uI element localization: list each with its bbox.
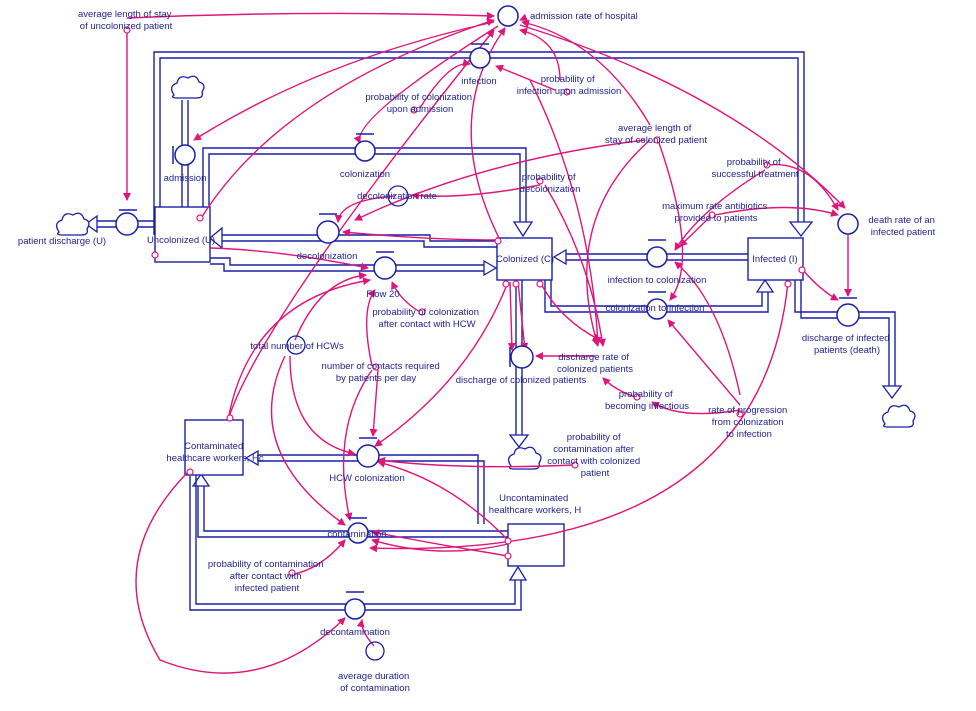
flow-label-admission: admission: [164, 173, 207, 184]
var-prob-contamination-infected: probability of contamination after conta…: [208, 559, 326, 594]
valve-hcw-colonization: [356, 437, 380, 468]
cloud-admission-source-icon: [170, 75, 205, 99]
stock-label-uncontaminated: Uncontaminated healthcare workers, H: [489, 493, 582, 516]
clouds: [55, 75, 916, 470]
pipe-flow20: [210, 257, 498, 277]
flow-label-discharge-colonized: discharge of colonized patients: [456, 375, 587, 386]
valve-colonization-to-infection: [646, 291, 668, 320]
valve-colonization: [354, 133, 376, 162]
flow-label-patient-discharge: patient discharge (U): [18, 236, 106, 247]
valve-contamination: [347, 517, 369, 544]
stock-label-contaminated: Contaminated healthcare workers, Hc: [166, 441, 263, 464]
var-prob-colonization-admission: probability of colonization upon admissi…: [365, 92, 474, 115]
valve-infection-to-colonization: [646, 239, 668, 268]
flow-label-hcw-colonization: HCW colonization: [329, 473, 405, 484]
valve-discharge-colonized: [509, 345, 534, 369]
pipe-contamination: [191, 472, 508, 538]
var-death-rate: death rate of an infected patient: [868, 215, 937, 238]
var-avg-stay-colonized: average length of stay of colonized pati…: [605, 123, 707, 146]
var-total-hcws: total number of HCWs: [250, 341, 344, 352]
valve-admission-rate: [497, 5, 519, 27]
pipe-decolonization: [208, 226, 497, 250]
valve-flow20: [373, 251, 397, 280]
var-prob-infection-admission: probability of infection upon admission: [517, 74, 622, 97]
var-discharge-rate-colonized: discharge rate of colonized patients: [557, 352, 633, 375]
flow-label-colonization-to-infection: colonization to infection: [606, 303, 705, 314]
cloud-patient-discharge-sink-icon: [55, 212, 90, 236]
flow-label-contamination: contamination: [327, 529, 386, 540]
link-dots: [123, 26, 806, 577]
cloud-discharge-colonized-sink-icon: [507, 446, 542, 470]
stock-label-uncolonized: Uncolonized (U): [147, 235, 215, 246]
flow-label-flow20: Flow 20: [366, 289, 399, 300]
var-admission-rate: admission rate of hospital: [530, 11, 638, 22]
var-prob-colonization-contact: probability of colonization after contac…: [372, 307, 481, 330]
flow-label-discharge-infected: discharge of infected patients (death): [802, 333, 892, 356]
labels: Uncolonized (U) Colonized (C) Infected (…: [18, 9, 937, 694]
valve-discharge-infected: [836, 297, 860, 327]
var-prob-successful-treatment: probability of successful treatment: [711, 157, 798, 180]
stock-colonized: [496, 237, 553, 281]
var-prob-becoming-infectious: probability of becoming infectious: [605, 389, 689, 412]
valve-admission: [172, 144, 196, 166]
valves: [115, 5, 860, 620]
stock-uncontaminated: [507, 523, 565, 567]
stock-label-infected: Infected (I): [752, 254, 797, 265]
valve-death-rate: [837, 213, 859, 235]
var-contacts-required: number of contacts required by patients …: [322, 361, 443, 384]
var-infection: infection: [461, 76, 496, 87]
pipe-hcw-colonization: [244, 449, 485, 524]
var-rate-progression: rate of progression from colonization to…: [708, 405, 790, 440]
flow-label-decontamination: decontamination: [320, 627, 390, 638]
stocks: [154, 206, 804, 567]
var-avg-stay-uncolonized: average length of stay of uncolonized pa…: [78, 9, 174, 32]
var-avg-duration-contamination: average duration of contamination: [338, 671, 412, 694]
var-max-rate-antibiotics: maximum rate antibiotics provided to pat…: [662, 201, 770, 224]
valve-infection: [469, 43, 491, 69]
var-decolonization-rate: decolonization rate: [357, 191, 437, 202]
var-prob-contamination-colonized: probability of contamination after conta…: [547, 432, 643, 479]
var-prob-decolonization: probability of decolonization: [520, 172, 581, 195]
valve-decontamination: [344, 591, 366, 620]
stock-infected: [747, 237, 804, 281]
flow-label-infection-to-colonization: infection to colonization: [608, 275, 707, 286]
valve-patient-discharge: [115, 209, 139, 236]
flow-label-decolonization: decolonization: [297, 251, 358, 262]
stock-contaminated: [184, 419, 244, 476]
flow-label-colonization: colonization: [340, 169, 390, 180]
causal-links: [123, 11, 852, 674]
stock-label-colonized: Colonized (C): [496, 254, 554, 265]
stock-uncolonized: [154, 206, 211, 263]
valve-decolonization: [316, 213, 340, 244]
cloud-discharge-infected-sink-icon: [881, 404, 916, 428]
aux-rings: [286, 185, 409, 661]
